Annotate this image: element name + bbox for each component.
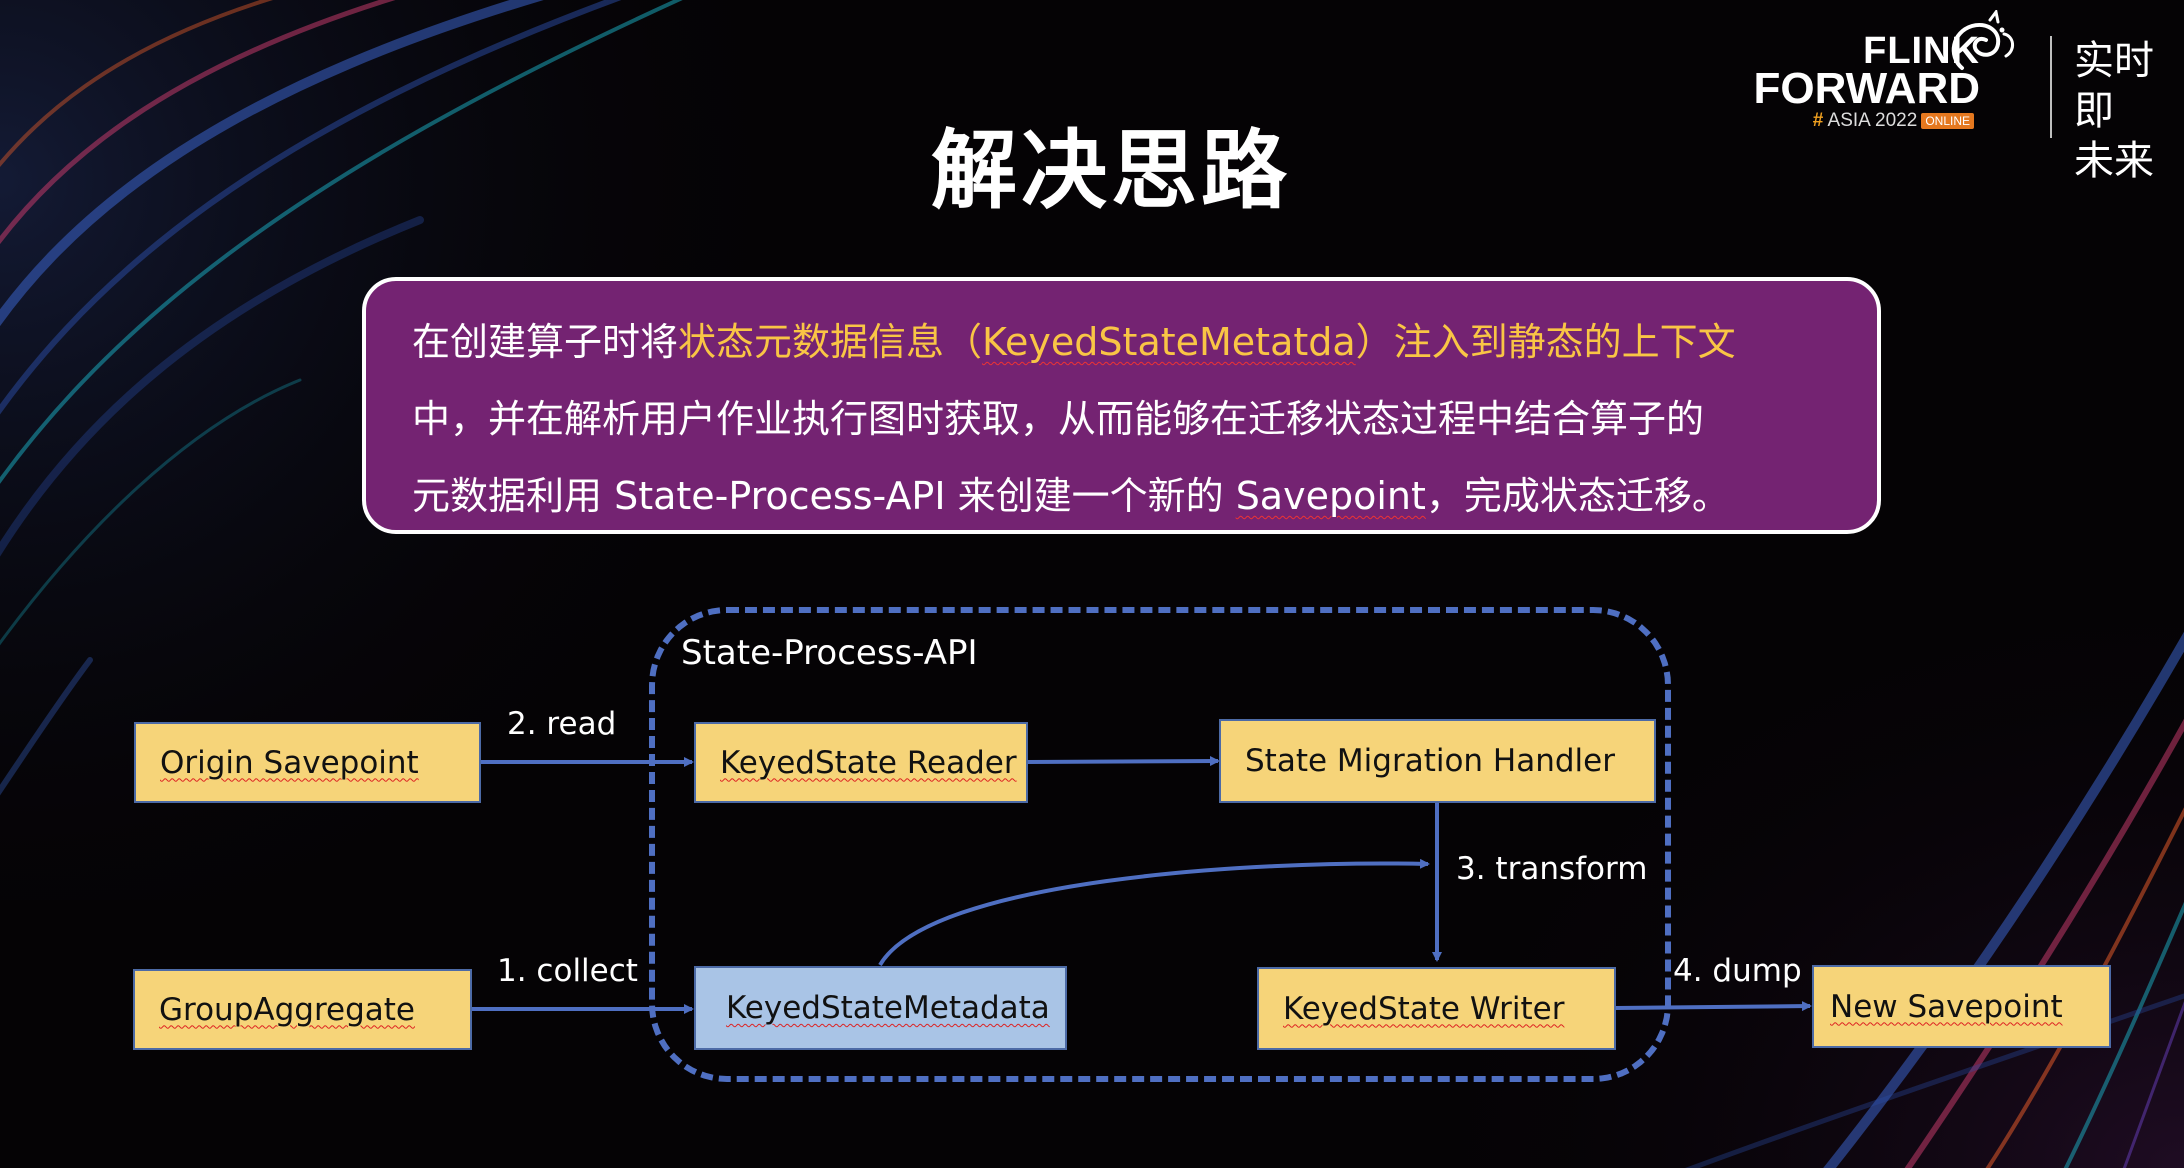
node-new-savepoint-label: New Savepoint	[1830, 988, 2063, 1025]
node-keyedstate-reader: KeyedState Reader	[694, 722, 1028, 803]
callout-text-1: 在创建算子时将	[412, 320, 679, 364]
callout-highlight-1: 状态元数据信息（	[678, 320, 983, 364]
edge-label-read: 2. read	[507, 706, 617, 742]
logo-slogan: 实时即 未来	[2074, 36, 2154, 186]
node-keyedstate-writer: KeyedState Writer	[1257, 967, 1616, 1050]
node-origin-savepoint: Origin Savepoint	[134, 722, 481, 803]
edge-dump	[1615, 1001, 1812, 1012]
edge-label-dump: 4. dump	[1673, 953, 1802, 989]
logo-forward: FORWARD	[1753, 64, 1980, 113]
node-state-migration-handler-label: State Migration Handler	[1245, 743, 1615, 779]
summary-callout: 在创建算子时将状态元数据信息（KeyedStateMetatda）注入到静态的上…	[362, 277, 1881, 534]
squirrel-icon	[1951, 10, 2014, 70]
node-group-aggregate: GroupAggregate	[133, 969, 472, 1050]
slide-title: 解决思路	[931, 121, 1291, 221]
logo-asia: ASIA 2022	[1827, 110, 1918, 131]
callout-term-savepoint: Savepoint	[1235, 474, 1426, 518]
edge-label-transform: 3. transform	[1456, 851, 1648, 887]
node-keyedstate-metadata-label: KeyedStateMetadata	[726, 990, 1050, 1026]
node-keyedstate-reader-label: KeyedState Reader	[720, 744, 1017, 781]
logo-online-badge: ONLINE	[1921, 112, 1974, 129]
callout-line-3: 元数据利用 State-Process-API 来创建一个新的 Savepoin…	[412, 458, 1843, 535]
node-keyedstate-writer-label: KeyedState Writer	[1283, 990, 1565, 1027]
node-keyedstate-metadata: KeyedStateMetadata	[694, 966, 1067, 1050]
logo-hash: #	[1812, 110, 1824, 131]
node-origin-savepoint-label: Origin Savepoint	[160, 744, 419, 781]
edge-metadata-to-transform	[878, 858, 1430, 967]
callout-highlight-term: KeyedStateMetatda	[982, 320, 1356, 364]
callout-text-3a: 元数据利用 State-Process-API 来创建一个新的	[412, 474, 1236, 518]
edge-label-collect: 1. collect	[497, 953, 638, 989]
node-group-aggregate-label: GroupAggregate	[159, 991, 415, 1028]
node-new-savepoint: New Savepoint	[1812, 965, 2111, 1048]
callout-highlight-2: ）注入到静态的上下文	[1355, 320, 1736, 364]
callout-line-1: 在创建算子时将状态元数据信息（KeyedStateMetatda）注入到静态的上…	[412, 304, 1843, 381]
callout-text-3b: ，完成状态迁移。	[1425, 474, 1730, 518]
logo-slogan-line1: 实时即	[2074, 38, 2154, 134]
edge-reader-to-handler	[1027, 756, 1220, 767]
state-process-api-group	[649, 607, 1671, 1082]
logo-slogan-line2: 未来	[2074, 138, 2154, 184]
logo-flink: FLINK	[1863, 30, 1980, 72]
node-state-migration-handler: State Migration Handler	[1219, 719, 1656, 803]
group-label: State-Process-API	[681, 633, 978, 673]
logo-divider	[2050, 36, 2052, 138]
callout-line-2: 中，并在解析用户作业执行图时获取，从而能够在迁移状态过程中结合算子的	[412, 397, 1705, 441]
